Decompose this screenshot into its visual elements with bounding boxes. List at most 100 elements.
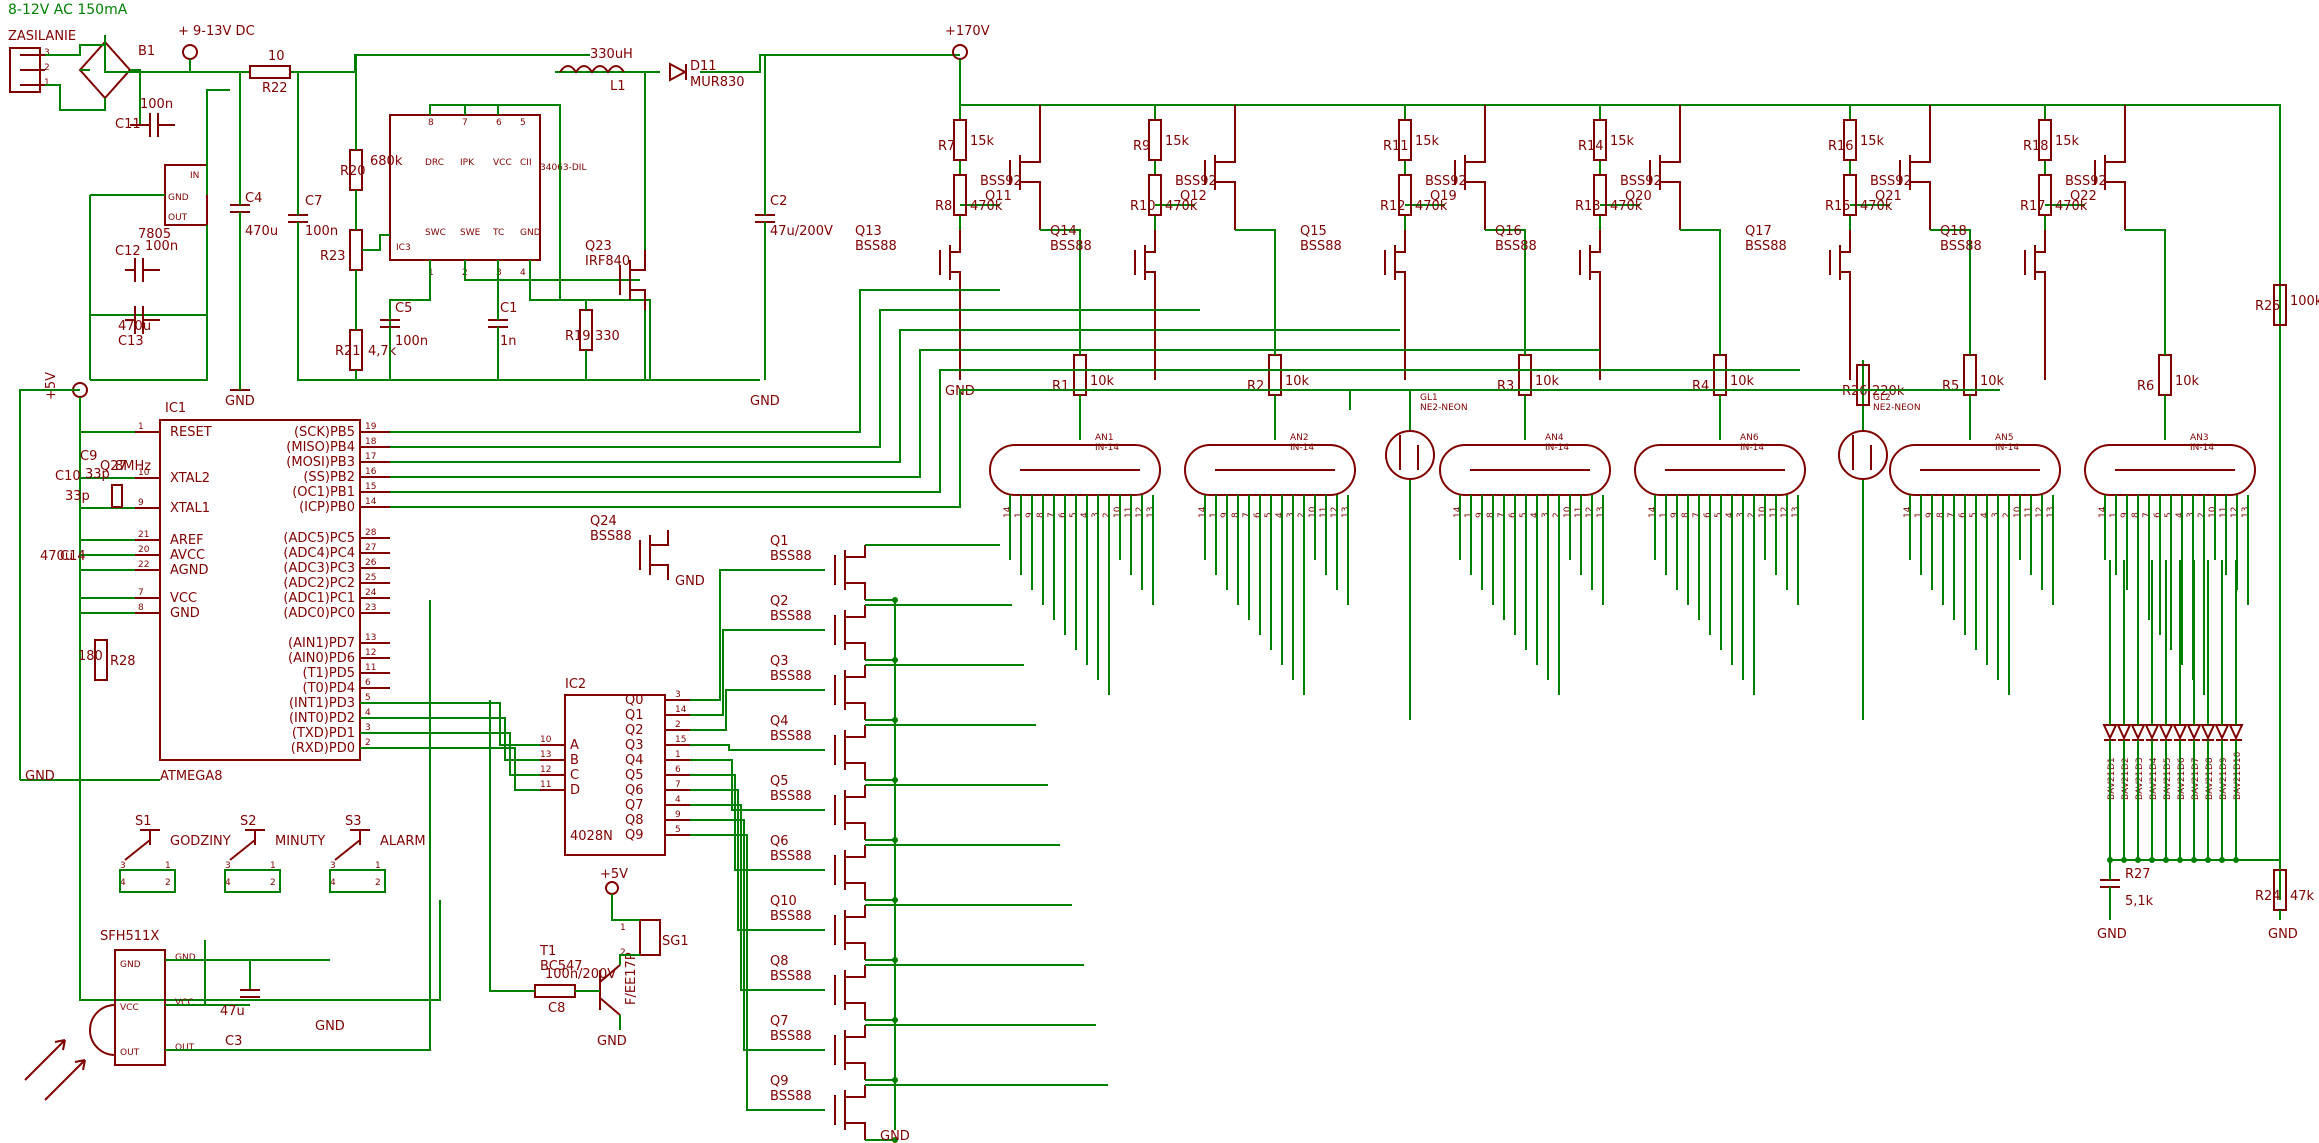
diode-value: BAV21	[2177, 771, 2187, 800]
mcu-left-pin-name: AGND	[170, 563, 208, 578]
fet-ref: Q5	[770, 774, 789, 789]
mcu-right-pin-num: 26	[365, 558, 377, 568]
r26-value: 220k	[1872, 384, 1905, 399]
c3-capacitor	[240, 989, 260, 998]
c1-ref: C1	[500, 301, 517, 316]
tube-pin-num: 11	[1319, 507, 1329, 518]
gnd-label-1: GND	[225, 394, 255, 409]
fet-ref: Q8	[770, 954, 789, 969]
r20-value: 680k	[370, 154, 403, 169]
q23-mosfet	[619, 250, 646, 310]
tube-value: IN-14	[1995, 443, 2019, 453]
tube-pin-num: 12	[1780, 507, 1790, 518]
dec-out-num: 7	[675, 780, 681, 790]
pullup-value: 15k	[1415, 134, 1440, 149]
switch-wire	[119, 869, 176, 893]
nfet-ref: Q13	[855, 224, 882, 239]
pfet-value: BSS92	[1425, 174, 1467, 189]
tube-pin-num: 5	[1519, 512, 1529, 518]
reg-pin-in: IN	[190, 171, 199, 181]
diode-symbol	[2158, 724, 2174, 741]
nfet-value: BSS88	[1050, 239, 1092, 254]
switch-symbol	[334, 829, 370, 861]
mcu-right-pin-name: (RXD)PD0	[291, 741, 355, 756]
c8-value: 5,1k	[2125, 894, 2154, 909]
diode-value: BAV21	[2233, 771, 2243, 800]
mcu-portb-wire	[390, 289, 1000, 433]
fet-ref: Q3	[770, 654, 789, 669]
tube-pin-num: 2	[1102, 512, 1112, 518]
tube-pin-num: 8	[2131, 512, 2141, 518]
dec-out-wire	[690, 834, 825, 1111]
diode-array: BAV21D1BAV21D2BAV21D3BAV21D4BAV21D5BAV21…	[2102, 560, 2280, 863]
anode-value: 10k	[1285, 374, 1310, 389]
switch-pin-num: 2	[270, 878, 276, 888]
diode-symbol	[2130, 724, 2146, 741]
tube-pin-num: 10	[1308, 506, 1318, 518]
c11-value: 100n	[140, 97, 173, 112]
tube-pin-num: 13	[2241, 507, 2251, 518]
tube-pin-num: 6	[1253, 512, 1263, 518]
gnd-label-q24: GND	[675, 574, 705, 589]
pullup-ref: R18	[2023, 139, 2049, 154]
tube-pin-num: 1	[1659, 512, 1669, 518]
switch-pin-num: 1	[375, 861, 381, 871]
tube-pin-num: 1	[1914, 512, 1924, 518]
ir-net-gnd: GND	[175, 953, 196, 963]
r23-ref: R23	[320, 249, 346, 264]
nfet-ref: Q16	[1495, 224, 1522, 239]
dc-in-terminal	[182, 44, 198, 60]
diode-value: BAV21	[2149, 771, 2159, 800]
driver-wire	[2044, 105, 2085, 230]
r27-resistor	[534, 984, 576, 998]
pfet-ref: Q21	[1875, 189, 1902, 204]
crystal-8mhz	[111, 484, 123, 508]
r26-ref: R26	[1842, 384, 1868, 399]
gate-resistor	[1398, 174, 1412, 216]
nfet-value: BSS88	[1745, 239, 1787, 254]
tube-pin-num: 3	[1991, 512, 2001, 518]
buzzer-section: +5V SG1 1 2 F/EE17P T1 BC547 100n/200V C…	[489, 700, 689, 1049]
c3-ref: C3	[225, 1034, 242, 1049]
tube-pin-num: 14	[2098, 506, 2108, 518]
c8-capacitor	[2100, 879, 2120, 888]
svg-text:8: 8	[428, 118, 434, 128]
fet-symbol	[834, 545, 866, 600]
nfet-symbol	[939, 230, 961, 380]
dec-in-num: 10	[540, 735, 552, 745]
gate-value: 470k	[1415, 199, 1448, 214]
dec-out-name: Q3	[625, 738, 644, 753]
tube-pin-num: 2	[1552, 512, 1562, 518]
nfet-symbol	[1829, 230, 1851, 380]
diode-ref: D10	[2233, 751, 2243, 770]
nfet-symbol	[1134, 230, 1156, 380]
r25-value: 100k	[2290, 294, 2319, 309]
ic2-part: 4028N	[570, 829, 613, 844]
tube-pin-num: 3	[2186, 512, 2196, 518]
gnd-label-mcu: GND	[25, 769, 55, 784]
fet-wire	[865, 904, 1072, 961]
c8-ref: R27	[2125, 867, 2151, 882]
gate-resistor	[1593, 174, 1607, 216]
tube-pin-num: 14	[1648, 506, 1658, 518]
c3-value: 47u	[220, 1004, 245, 1019]
plus170v-label: +170V	[945, 24, 990, 39]
svg-text:SWE: SWE	[460, 228, 481, 238]
r28-ref: R28	[110, 654, 136, 669]
pfet-ref: Q22	[2070, 189, 2097, 204]
mcu-left-pin-name: GND	[170, 606, 200, 621]
r24-ref: R24	[2255, 889, 2281, 904]
fet-symbol	[834, 905, 866, 960]
gl1-neon	[1385, 430, 1435, 480]
tube-pin-num: 11	[1574, 507, 1584, 518]
c1-capacitor	[488, 319, 508, 328]
switch-ref: S1	[135, 814, 152, 829]
dec-out-name: Q5	[625, 768, 644, 783]
c9-ref: C9	[80, 449, 97, 464]
fet-symbol	[834, 725, 866, 780]
